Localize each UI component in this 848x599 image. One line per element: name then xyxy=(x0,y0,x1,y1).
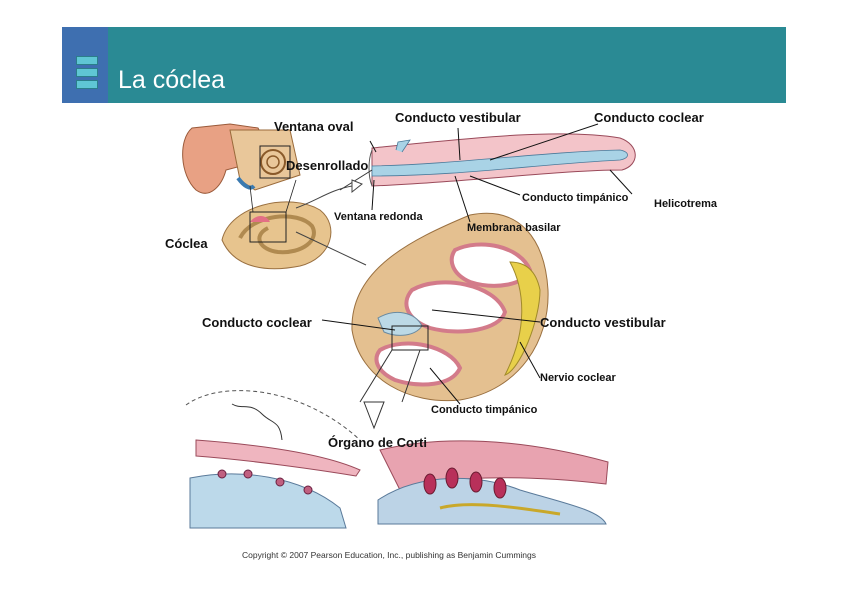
label-organo-de-corti: Órgano de Corti xyxy=(328,435,427,450)
copyright-text: Copyright © 2007 Pearson Education, Inc.… xyxy=(242,550,537,560)
header-accent xyxy=(62,27,108,103)
leader-lines xyxy=(321,123,633,405)
label-conducto-coclear-top: Conducto coclear xyxy=(594,110,704,125)
label-conducto-timpanico-top: Conducto timpánico xyxy=(522,192,629,204)
cochlea-shell-drawing xyxy=(221,179,332,270)
unrolled-cochlea-drawing xyxy=(295,133,636,266)
label-desenrollado: Desenrollado xyxy=(286,158,369,173)
outer-ear-drawing xyxy=(182,123,301,194)
label-conducto-coclear-mid: Conducto coclear xyxy=(202,315,312,330)
cochlea-section-drawing xyxy=(351,212,549,430)
label-membrana-basilar: Membrana basilar xyxy=(467,222,561,234)
slide-title: La cóclea xyxy=(118,66,226,94)
label-ventana-oval: Ventana oval xyxy=(274,119,354,134)
label-conducto-vestibular-top: Conducto vestibular xyxy=(395,110,521,125)
label-coclea: Cóclea xyxy=(165,236,208,251)
slide-header xyxy=(62,27,786,103)
label-conducto-timpanico-bottom: Conducto timpánico xyxy=(431,404,538,416)
organ-of-corti-drawing xyxy=(185,390,609,529)
slide-bullet-icon xyxy=(76,56,98,92)
label-helicotrema: Helicotrema xyxy=(654,198,717,210)
label-ventana-redonda: Ventana redonda xyxy=(334,211,423,223)
label-nervio-coclear: Nervio coclear xyxy=(540,372,616,384)
label-conducto-vestibular-mid: Conducto vestibular xyxy=(540,315,666,330)
